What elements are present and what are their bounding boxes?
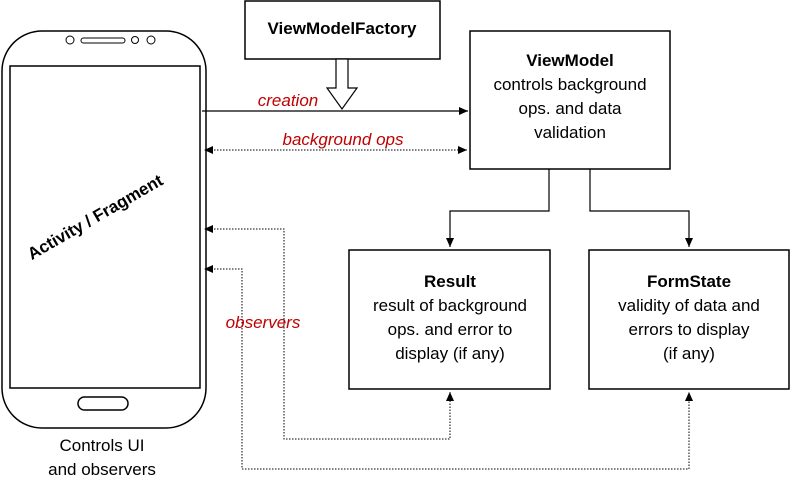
result-desc-line: ops. and error to	[388, 320, 513, 339]
background-ops-edge-label: background ops	[283, 130, 404, 149]
phone-sensor-icon	[65, 35, 75, 45]
formstate-desc-line: (if any)	[663, 344, 715, 363]
viewmodel-desc-line: validation	[534, 123, 606, 142]
viewmodel-node: ViewModel controls background ops. and d…	[469, 30, 671, 170]
viewmodel-desc-line: controls background	[493, 75, 646, 94]
formstate-title: FormState	[647, 272, 731, 291]
formstate-desc-line: errors to display	[629, 320, 750, 339]
formstate-node: FormState validity of data and errors to…	[588, 249, 790, 390]
formstate-observer-edge	[204, 265, 693, 470]
formstate-desc-line: validity of data and	[618, 296, 760, 315]
viewmodel-desc-line: ops. and data	[518, 99, 622, 118]
phone-caption-line-1: Controls UI	[59, 436, 144, 455]
phone-screen	[9, 65, 201, 389]
viewmodelfactory-node: ViewModelFactory	[244, 0, 441, 60]
viewmodelfactory-title: ViewModelFactory	[268, 19, 417, 38]
phone-camera-icon	[146, 35, 156, 45]
viewmodel-to-formstate-edge	[589, 169, 693, 247]
viewmodel-to-result-edge	[446, 169, 550, 247]
result-title: Result	[424, 272, 476, 291]
phone-camera-icon	[131, 36, 139, 44]
phone-device: Activity / Fragment	[1, 30, 207, 429]
phone-home-button-icon	[77, 396, 129, 411]
creation-edge-label: creation	[258, 91, 318, 110]
observers-edge-label: observers	[226, 313, 301, 332]
result-desc-line: display (if any)	[395, 344, 505, 363]
viewmodel-title: ViewModel	[526, 51, 614, 70]
result-desc-line: result of background	[373, 296, 527, 315]
phone-speaker-icon	[80, 37, 126, 44]
factory-provides-arrow	[325, 58, 359, 111]
result-node: Result result of background ops. and err…	[348, 249, 551, 390]
phone-caption-line-2: and observers	[48, 460, 156, 479]
result-observer-edge	[204, 225, 454, 440]
